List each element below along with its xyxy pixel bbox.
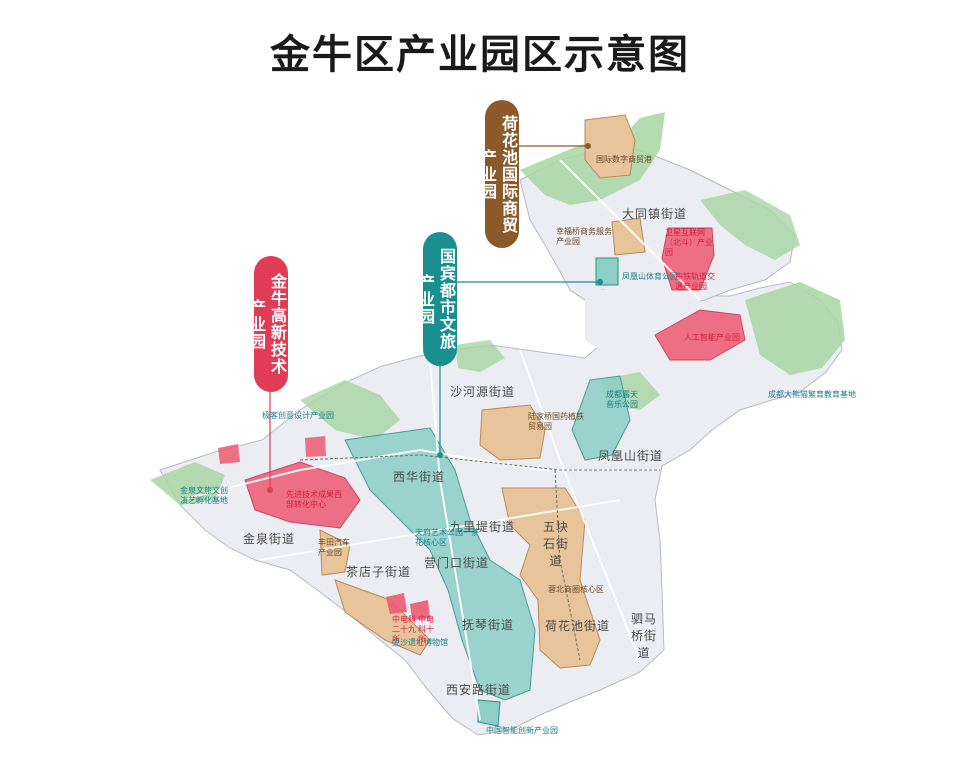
green-zone — [300, 380, 400, 440]
red-zone — [654, 309, 746, 361]
area-label: 先进技术成果西部转化中心 — [286, 490, 342, 509]
teal-zone — [595, 257, 619, 286]
park-pill-hehuachi: 荷花池国际商贸产业园 — [478, 100, 519, 248]
teal-zone — [571, 375, 631, 461]
street-label: 西华街道 — [393, 470, 446, 484]
park-pill-gaoxin: 金牛高新技术产业园 — [247, 256, 288, 392]
street-label: 驷马桥街道 — [630, 612, 657, 660]
area-label: 丰田汽车产业园 — [318, 538, 350, 557]
green-zone — [700, 190, 800, 260]
street-label: 抚琴街道 — [462, 618, 515, 632]
railways — [299, 454, 660, 661]
district-neck — [585, 290, 700, 350]
green-zone — [745, 282, 845, 375]
area-label: 金沙遗址博物馆 — [392, 638, 448, 647]
street-label: 凤凰山街道 — [598, 449, 664, 463]
area-label: 中国智能创新产业园 — [486, 726, 558, 735]
red-zone — [410, 600, 430, 620]
street-label: 荷花池街道 — [545, 619, 611, 633]
street-label: 营门口街道 — [424, 556, 490, 570]
area-label: 人工智能产业园 — [684, 333, 740, 342]
street-label: 九里堤街道 — [450, 520, 516, 534]
map-title: 金牛区产业园区示意图 — [270, 31, 690, 78]
area-label: 成都露天音乐公园 — [606, 390, 638, 409]
area-label: 国际数字商贸港 — [596, 155, 652, 164]
area-label: 蓉北商圈核心区 — [548, 585, 604, 594]
area-label: 金泉文旅文创演艺孵化基地 — [180, 486, 228, 505]
red-zone — [386, 593, 407, 614]
street-label: 西安路街道 — [446, 683, 512, 697]
marker-dot — [597, 279, 603, 285]
green-zone — [455, 340, 505, 372]
park-pill-guobin: 国宾都市文旅产业园 — [416, 232, 457, 366]
street-label: 沙河源街道 — [450, 385, 516, 399]
area-label: 幸福桥商务服务产业园 — [556, 227, 612, 246]
area-label: 中电科十所 — [418, 615, 434, 644]
street-label: 五块石街道 — [542, 520, 569, 568]
area-label: 中电科二十九所 — [392, 615, 416, 644]
teal-zone — [477, 699, 501, 727]
area-label: 天府艺术公园一茶花核心区 — [415, 528, 479, 547]
red-zone — [218, 444, 240, 464]
area-label: 陆家桥国药植铁贸易园 — [528, 412, 584, 431]
area-label: 中铁轨道交通产业园 — [675, 272, 715, 291]
marker-dot — [267, 487, 273, 493]
street-label: 金泉街道 — [243, 532, 296, 546]
red-zone — [305, 436, 326, 457]
area-label: 凤凰山体育公园 — [622, 272, 678, 281]
orange-zone — [319, 529, 351, 576]
area-label: 极客创意设计产业园 — [262, 411, 334, 420]
orange-zone — [479, 404, 546, 461]
area-label: 成都大熊猫繁育教育基地 — [768, 390, 856, 399]
street-label: 大同镇街道 — [622, 207, 688, 221]
orange-zone — [611, 217, 646, 256]
area-label: 卫星互联网（北斗）产业园 — [665, 228, 713, 257]
marker-dot — [437, 452, 443, 458]
marker-dot — [585, 143, 591, 149]
red-zone — [244, 461, 361, 529]
street-label: 茶店子街道 — [346, 565, 412, 579]
orange-zone — [584, 114, 636, 179]
